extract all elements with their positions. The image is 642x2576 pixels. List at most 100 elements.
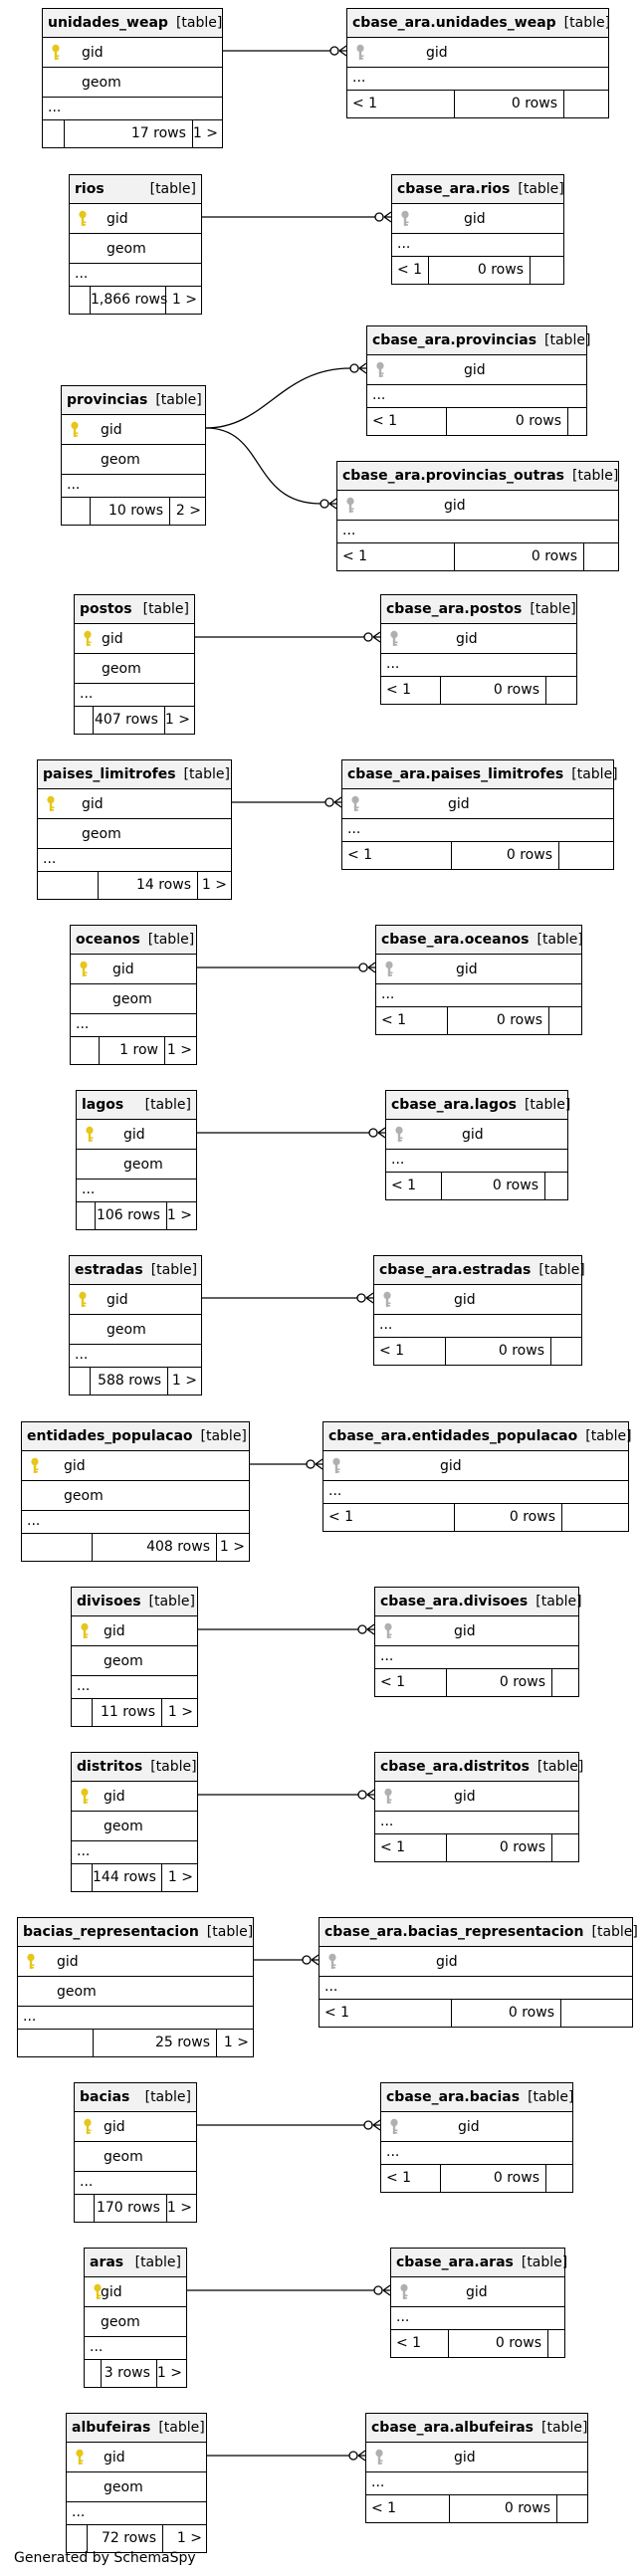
column-row-gid[interactable]: gid xyxy=(72,1616,197,1646)
table-name[interactable]: cbase_ara.lagos xyxy=(391,1097,517,1113)
children-count[interactable]: 1 > xyxy=(201,877,227,893)
column-row-geom[interactable]: geom xyxy=(67,2472,206,2502)
table-name[interactable]: estradas xyxy=(75,1262,143,1278)
column-row-gid[interactable]: gid xyxy=(375,1616,578,1646)
table-name[interactable]: cbase_ara.albufeiras xyxy=(371,2420,535,2436)
table-name[interactable]: bacias_representacion xyxy=(23,1924,199,1940)
column-row-gid[interactable]: gid xyxy=(18,1947,253,1977)
children-count[interactable]: 2 > xyxy=(175,503,201,519)
table-name[interactable]: rios xyxy=(75,181,105,197)
column-row-gid[interactable]: gid xyxy=(392,204,563,234)
table-name[interactable]: bacias xyxy=(80,2089,130,2105)
column-row-gid[interactable]: gid xyxy=(342,789,613,819)
column-row-geom[interactable]: geom xyxy=(77,1150,196,1180)
parents-count[interactable]: < 1 xyxy=(337,543,455,570)
parents-count[interactable]: < 1 xyxy=(320,2000,452,2027)
column-row-geom[interactable]: geom xyxy=(43,68,222,98)
children-count[interactable]: 1 > xyxy=(176,2530,202,2546)
column-row-gid[interactable]: gid xyxy=(67,2443,206,2472)
table-name[interactable]: cbase_ara.estradas xyxy=(379,1262,532,1278)
column-row-gid[interactable]: gid xyxy=(72,1782,197,1812)
column-row-geom[interactable]: geom xyxy=(75,654,194,684)
table-name[interactable]: oceanos xyxy=(76,932,140,948)
column-row-gid[interactable]: gid xyxy=(381,2112,572,2142)
column-row-geom[interactable]: geom xyxy=(70,234,201,264)
column-row-gid[interactable]: gid xyxy=(75,2112,196,2142)
column-row-gid[interactable]: gid xyxy=(347,38,608,68)
table-cbase_ara.bacias_representacion[interactable]: cbase_ara.bacias_representacion[table]gi… xyxy=(319,1917,638,2028)
column-row-gid[interactable]: gid xyxy=(62,415,205,445)
table-name[interactable]: aras xyxy=(90,2254,124,2270)
column-row-gid[interactable]: gid xyxy=(320,1947,632,1977)
column-row-geom[interactable]: geom xyxy=(72,1646,197,1676)
parents-count[interactable]: < 1 xyxy=(386,1173,442,1199)
column-row-gid[interactable]: gid xyxy=(70,204,201,234)
column-row-gid[interactable]: gid xyxy=(71,955,196,984)
table-name[interactable]: entidades_populacao xyxy=(27,1428,193,1444)
table-name[interactable]: cbase_ara.provincias xyxy=(372,332,537,348)
table-name[interactable]: cbase_ara.divisoes xyxy=(380,1594,529,1610)
children-count[interactable]: 1 > xyxy=(167,1869,193,1885)
column-row-geom[interactable]: geom xyxy=(38,819,231,849)
parents-count[interactable]: < 1 xyxy=(323,1504,455,1531)
column-row-gid[interactable]: gid xyxy=(376,955,581,984)
parents-count[interactable]: < 1 xyxy=(347,91,455,117)
parents-count[interactable]: < 1 xyxy=(375,1669,447,1696)
table-name[interactable]: cbase_ara.aras xyxy=(396,2254,514,2270)
column-row-gid[interactable]: gid xyxy=(381,624,576,654)
table-name[interactable]: postos xyxy=(80,601,132,617)
table-name[interactable]: cbase_ara.unidades_weap xyxy=(352,15,556,31)
table-name[interactable]: unidades_weap xyxy=(48,15,168,31)
column-row-gid[interactable]: gid xyxy=(75,624,194,654)
table-name[interactable]: lagos xyxy=(82,1097,124,1113)
children-count[interactable]: 1 > xyxy=(166,2200,192,2216)
column-row-geom[interactable]: geom xyxy=(62,445,205,475)
column-row-gid[interactable]: gid xyxy=(85,2277,186,2307)
column-row-geom[interactable]: geom xyxy=(22,1481,249,1511)
parents-count[interactable]: < 1 xyxy=(392,257,429,284)
column-row-gid[interactable]: gid xyxy=(22,1451,249,1481)
column-row-gid[interactable]: gid xyxy=(43,38,222,68)
column-row-gid[interactable]: gid xyxy=(386,1120,567,1150)
column-row-geom[interactable]: geom xyxy=(70,1315,201,1345)
parents-count[interactable]: < 1 xyxy=(375,1834,447,1861)
table-name[interactable]: paises_limitrofes xyxy=(43,766,176,782)
children-count[interactable]: 1 > xyxy=(166,1042,192,1058)
table-name[interactable]: cbase_ara.entidades_populacao xyxy=(328,1428,578,1444)
table-name[interactable]: cbase_ara.oceanos xyxy=(381,932,530,948)
table-name[interactable]: cbase_ara.postos xyxy=(386,601,523,617)
children-count[interactable]: 1 > xyxy=(171,1373,197,1389)
table-name[interactable]: cbase_ara.provincias_outras xyxy=(342,468,564,484)
table-name[interactable]: cbase_ara.bacias_representacion xyxy=(324,1924,584,1940)
table-name[interactable]: cbase_ara.paises_limitrofes xyxy=(347,766,564,782)
table-name[interactable]: cbase_ara.rios xyxy=(397,181,511,197)
table-name[interactable]: divisoes xyxy=(77,1594,141,1610)
children-count[interactable]: 1 > xyxy=(166,1207,192,1223)
children-count[interactable]: 1 > xyxy=(192,125,218,141)
column-row-gid[interactable]: gid xyxy=(374,1285,581,1315)
column-row-gid[interactable]: gid xyxy=(375,1782,578,1812)
parents-count[interactable]: < 1 xyxy=(391,2330,449,2357)
table-name[interactable]: distritos xyxy=(77,1759,143,1775)
parents-count[interactable]: < 1 xyxy=(381,2165,441,2192)
children-count[interactable]: 1 > xyxy=(171,292,197,308)
parents-count[interactable]: < 1 xyxy=(381,677,441,704)
